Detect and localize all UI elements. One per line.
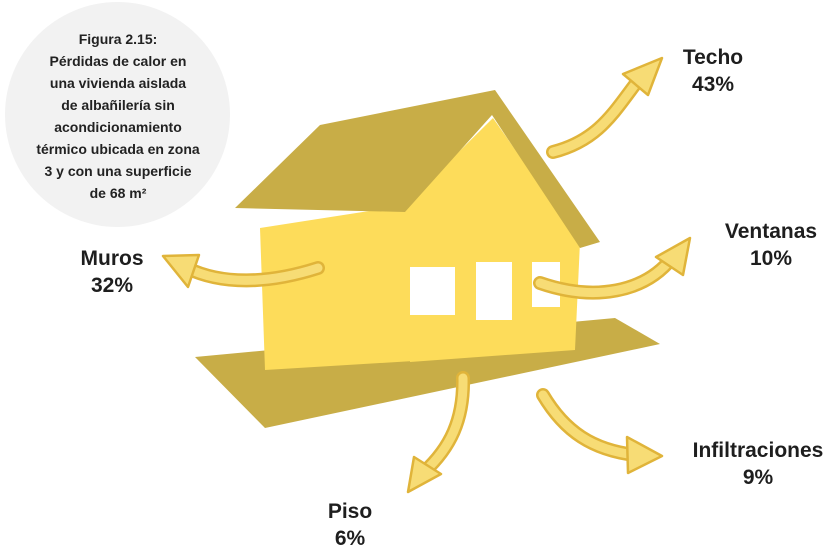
label-ventanas-value: 10% <box>749 247 793 270</box>
caption-line: térmico ubicada en zona <box>36 141 200 157</box>
label-ventanas: Ventanas 10% <box>708 218 834 272</box>
label-infiltraciones-name: Infiltraciones <box>692 439 824 462</box>
caption-line: de albañilería sin <box>61 97 175 113</box>
arrow-muros <box>161 253 325 289</box>
label-piso-value: 6% <box>334 527 366 550</box>
arrow-ventanas <box>533 236 692 300</box>
caption-line: 3 y con una superficie <box>44 163 192 179</box>
arrow-infiltraciones <box>536 388 664 475</box>
caption-line: acondicionamiento <box>54 119 182 135</box>
figure-caption: Figura 2.15: Pérdidas de calor en una vi… <box>28 28 208 204</box>
label-infiltraciones-value: 9% <box>742 466 774 489</box>
caption-circle <box>5 2 230 227</box>
arrow-techo <box>546 56 664 159</box>
caption-line: de 68 m² <box>89 185 147 201</box>
label-muros-value: 32% <box>90 274 134 297</box>
label-techo-name: Techo <box>682 46 744 69</box>
label-piso-name: Piso <box>327 500 373 523</box>
label-ventanas-name: Ventanas <box>724 220 818 243</box>
caption-line: una vivienda aislada <box>49 75 187 91</box>
label-infiltraciones: Infiltraciones 9% <box>682 437 834 491</box>
roof <box>235 90 600 248</box>
label-techo-value: 43% <box>691 73 735 96</box>
caption-line: Pérdidas de calor en <box>49 53 187 69</box>
window-left <box>410 267 455 315</box>
caption-line: Figura 2.15: <box>78 31 158 47</box>
label-piso: Piso 6% <box>300 498 400 552</box>
label-muros-name: Muros <box>80 247 144 270</box>
label-techo: Techo 43% <box>668 44 758 98</box>
label-muros: Muros 32% <box>62 245 162 299</box>
door <box>476 262 512 320</box>
arrow-piso <box>406 371 471 494</box>
side-wall <box>260 203 430 370</box>
